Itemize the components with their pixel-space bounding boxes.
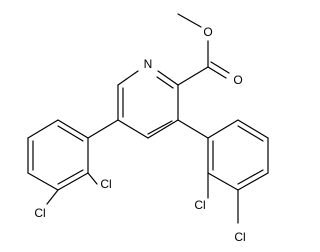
bond-c5-aryl — [87, 119, 119, 139]
bond-c3-aryl — [177, 119, 209, 139]
bond-ar1-e-inner — [237, 125, 264, 142]
atom-cl-a: Cl — [100, 177, 111, 191]
bonds — [27, 13, 269, 224]
atom-ether-o: O — [203, 25, 212, 39]
bond-c2-carbonyl — [177, 66, 209, 86]
bond-ar2-d — [27, 172, 59, 191]
bond-ar1-c — [237, 172, 269, 191]
atom-cl-b: Cl — [34, 206, 45, 220]
atom-labels: N O O Cl Cl Cl Cl — [34, 25, 245, 244]
atom-pyridine-n: N — [144, 57, 153, 71]
bond-ar1-f — [207, 119, 239, 139]
bond-ar2-b — [27, 119, 59, 139]
bond-ar1-c-inner — [237, 169, 264, 185]
bond-ar2-cl-a — [87, 172, 98, 185]
bond-ether-o-methyl — [177, 13, 202, 28]
bond-ar1-e — [237, 119, 269, 139]
atom-carbonyl-o: O — [233, 73, 242, 87]
atom-cl-d: Cl — [234, 230, 245, 244]
bond-ar2-e-inner — [57, 169, 84, 185]
chemical-structure: N O O Cl Cl Cl Cl — [27, 13, 269, 244]
bond-ar1-b — [207, 172, 239, 191]
bond-carbonyl-o-2 — [210, 61, 230, 74]
bond-ar2-a-inner — [57, 125, 84, 142]
bond-c2-n-inner — [156, 76, 174, 89]
bond-ar2-a — [57, 119, 89, 139]
bond-ar2-e — [57, 172, 89, 191]
bond-c6-n — [117, 70, 139, 86]
bond-c4-c5 — [117, 119, 149, 139]
bond-n-c2 — [157, 70, 179, 86]
bond-c3-c4 — [147, 119, 179, 139]
bond-ar2-cl-b — [46, 189, 59, 205]
bond-carbonyl-o-1 — [207, 66, 227, 79]
atom-cl-c: Cl — [194, 198, 205, 212]
bond-c4-c4-inner — [147, 120, 173, 135]
